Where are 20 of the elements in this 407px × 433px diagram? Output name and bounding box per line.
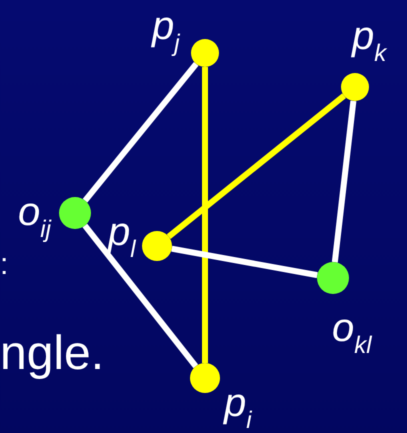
point-label: p$_{j}$ bbox=[152, 6, 180, 56]
point-label: p$_{k}$ bbox=[352, 16, 386, 66]
point-marker bbox=[317, 262, 349, 294]
point-label: p$_{i}$ bbox=[224, 383, 252, 433]
connector-line bbox=[202, 67, 208, 363]
point-label: o$_{kl}$ bbox=[332, 308, 372, 358]
connector-line bbox=[166, 93, 346, 239]
connector-line bbox=[332, 100, 356, 262]
point-marker bbox=[59, 197, 91, 229]
connector-line bbox=[82, 62, 198, 202]
text-fragment: : bbox=[0, 250, 8, 280]
point-label: o$_{ij}$ bbox=[18, 192, 51, 242]
point-marker bbox=[341, 73, 369, 101]
point-marker bbox=[190, 363, 220, 393]
connector-line bbox=[82, 224, 198, 368]
point-label: p$_{l}$ bbox=[108, 212, 136, 262]
connector-line bbox=[171, 246, 318, 278]
point-marker bbox=[142, 231, 172, 261]
point-marker bbox=[191, 39, 219, 67]
text-fragment: ngle. bbox=[0, 330, 104, 378]
